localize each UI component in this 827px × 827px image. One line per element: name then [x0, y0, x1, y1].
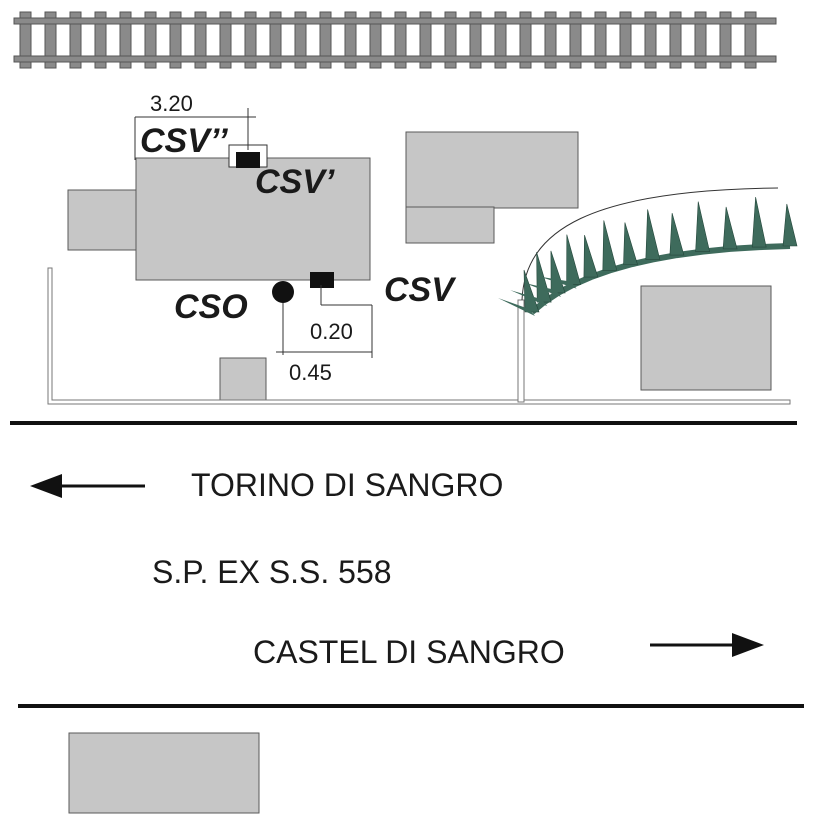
rail-sleeper	[494, 11, 507, 69]
rail-sleeper	[169, 11, 182, 69]
rail-sleeper	[19, 11, 32, 69]
hedge-plant	[645, 209, 661, 260]
building-small	[219, 357, 267, 403]
building-east	[640, 285, 772, 391]
hedge-leaf	[524, 282, 562, 297]
csv-single-label: CSV’	[255, 163, 335, 201]
hedge-leaf	[510, 290, 548, 307]
rail-sleeper	[244, 11, 257, 69]
rail-sleeper	[44, 11, 57, 69]
hedge-leaf	[539, 276, 577, 289]
rail-sleeper	[544, 11, 557, 69]
rail-sleeper	[144, 11, 157, 69]
hedge-plant	[523, 269, 540, 313]
building-northeast	[405, 131, 579, 209]
rail-sleeper	[344, 11, 357, 69]
rail-sleeper	[219, 11, 232, 69]
property-fence	[47, 267, 791, 405]
rail-sleeper	[669, 11, 682, 69]
rail-sleeper	[719, 11, 732, 69]
dimension-0-45: 0.45	[289, 360, 332, 385]
rail-sleeper	[744, 11, 757, 69]
csv-double-label: CSV’’	[140, 122, 228, 160]
hedge-plant	[623, 222, 638, 265]
rail-sleeper	[594, 11, 607, 69]
hedge-plant	[583, 235, 599, 278]
hedge-plant	[536, 252, 552, 303]
rail-sleeper	[444, 11, 457, 69]
building-annex	[67, 189, 139, 251]
building-northeast-annex	[405, 206, 495, 244]
dimension-0-20: 0.20	[310, 319, 353, 344]
rail-sleeper	[569, 11, 582, 69]
rail-sleeper	[469, 11, 482, 69]
hedge-plant	[602, 220, 618, 271]
rail-sleeper	[619, 11, 632, 69]
rail-sleeper	[294, 11, 307, 69]
main-building	[135, 157, 371, 281]
direction-castel-label: CASTEL DI SANGRO	[253, 634, 565, 670]
csv-marker	[310, 272, 334, 288]
rail-sleeper	[269, 11, 282, 69]
driveway-curve	[521, 187, 779, 301]
hedge-plant	[669, 213, 685, 256]
direction-torino-label: TORINO DI SANGRO	[191, 467, 503, 503]
road-name-label: S.P. EX S.S. 558	[152, 554, 392, 590]
rail-sleeper	[119, 11, 132, 69]
hedge-plant	[751, 197, 767, 248]
rail-sleeper	[69, 11, 82, 69]
hedge-plant	[782, 203, 798, 247]
cso-marker	[272, 281, 294, 303]
dimension-3-20: 3.20	[150, 91, 193, 116]
rail-sleeper	[644, 11, 657, 69]
arrow-right-icon	[650, 633, 764, 657]
rail-sleeper	[694, 11, 707, 69]
hedge-leaf	[498, 298, 535, 316]
railway-track-icon	[13, 11, 777, 69]
csv-double-marker	[236, 152, 260, 168]
rail-sleeper	[194, 11, 207, 69]
rail-sleeper	[94, 11, 107, 69]
dimension-lines	[134, 108, 373, 358]
csv-label: CSV	[384, 271, 457, 309]
hedge-plant	[550, 250, 566, 294]
building-southwest	[68, 732, 260, 814]
arrow-left-icon	[30, 474, 145, 498]
rail-sleeper	[319, 11, 332, 69]
cso-label: CSO	[174, 288, 248, 326]
hedge-icon	[498, 197, 798, 316]
hedge-plant	[722, 206, 738, 250]
rail-sleeper	[394, 11, 407, 69]
hedge-plant	[566, 234, 581, 285]
rail-sleeper	[519, 11, 532, 69]
hedge-plant	[695, 201, 710, 252]
rail-sleeper	[419, 11, 432, 69]
rail-sleeper	[369, 11, 382, 69]
